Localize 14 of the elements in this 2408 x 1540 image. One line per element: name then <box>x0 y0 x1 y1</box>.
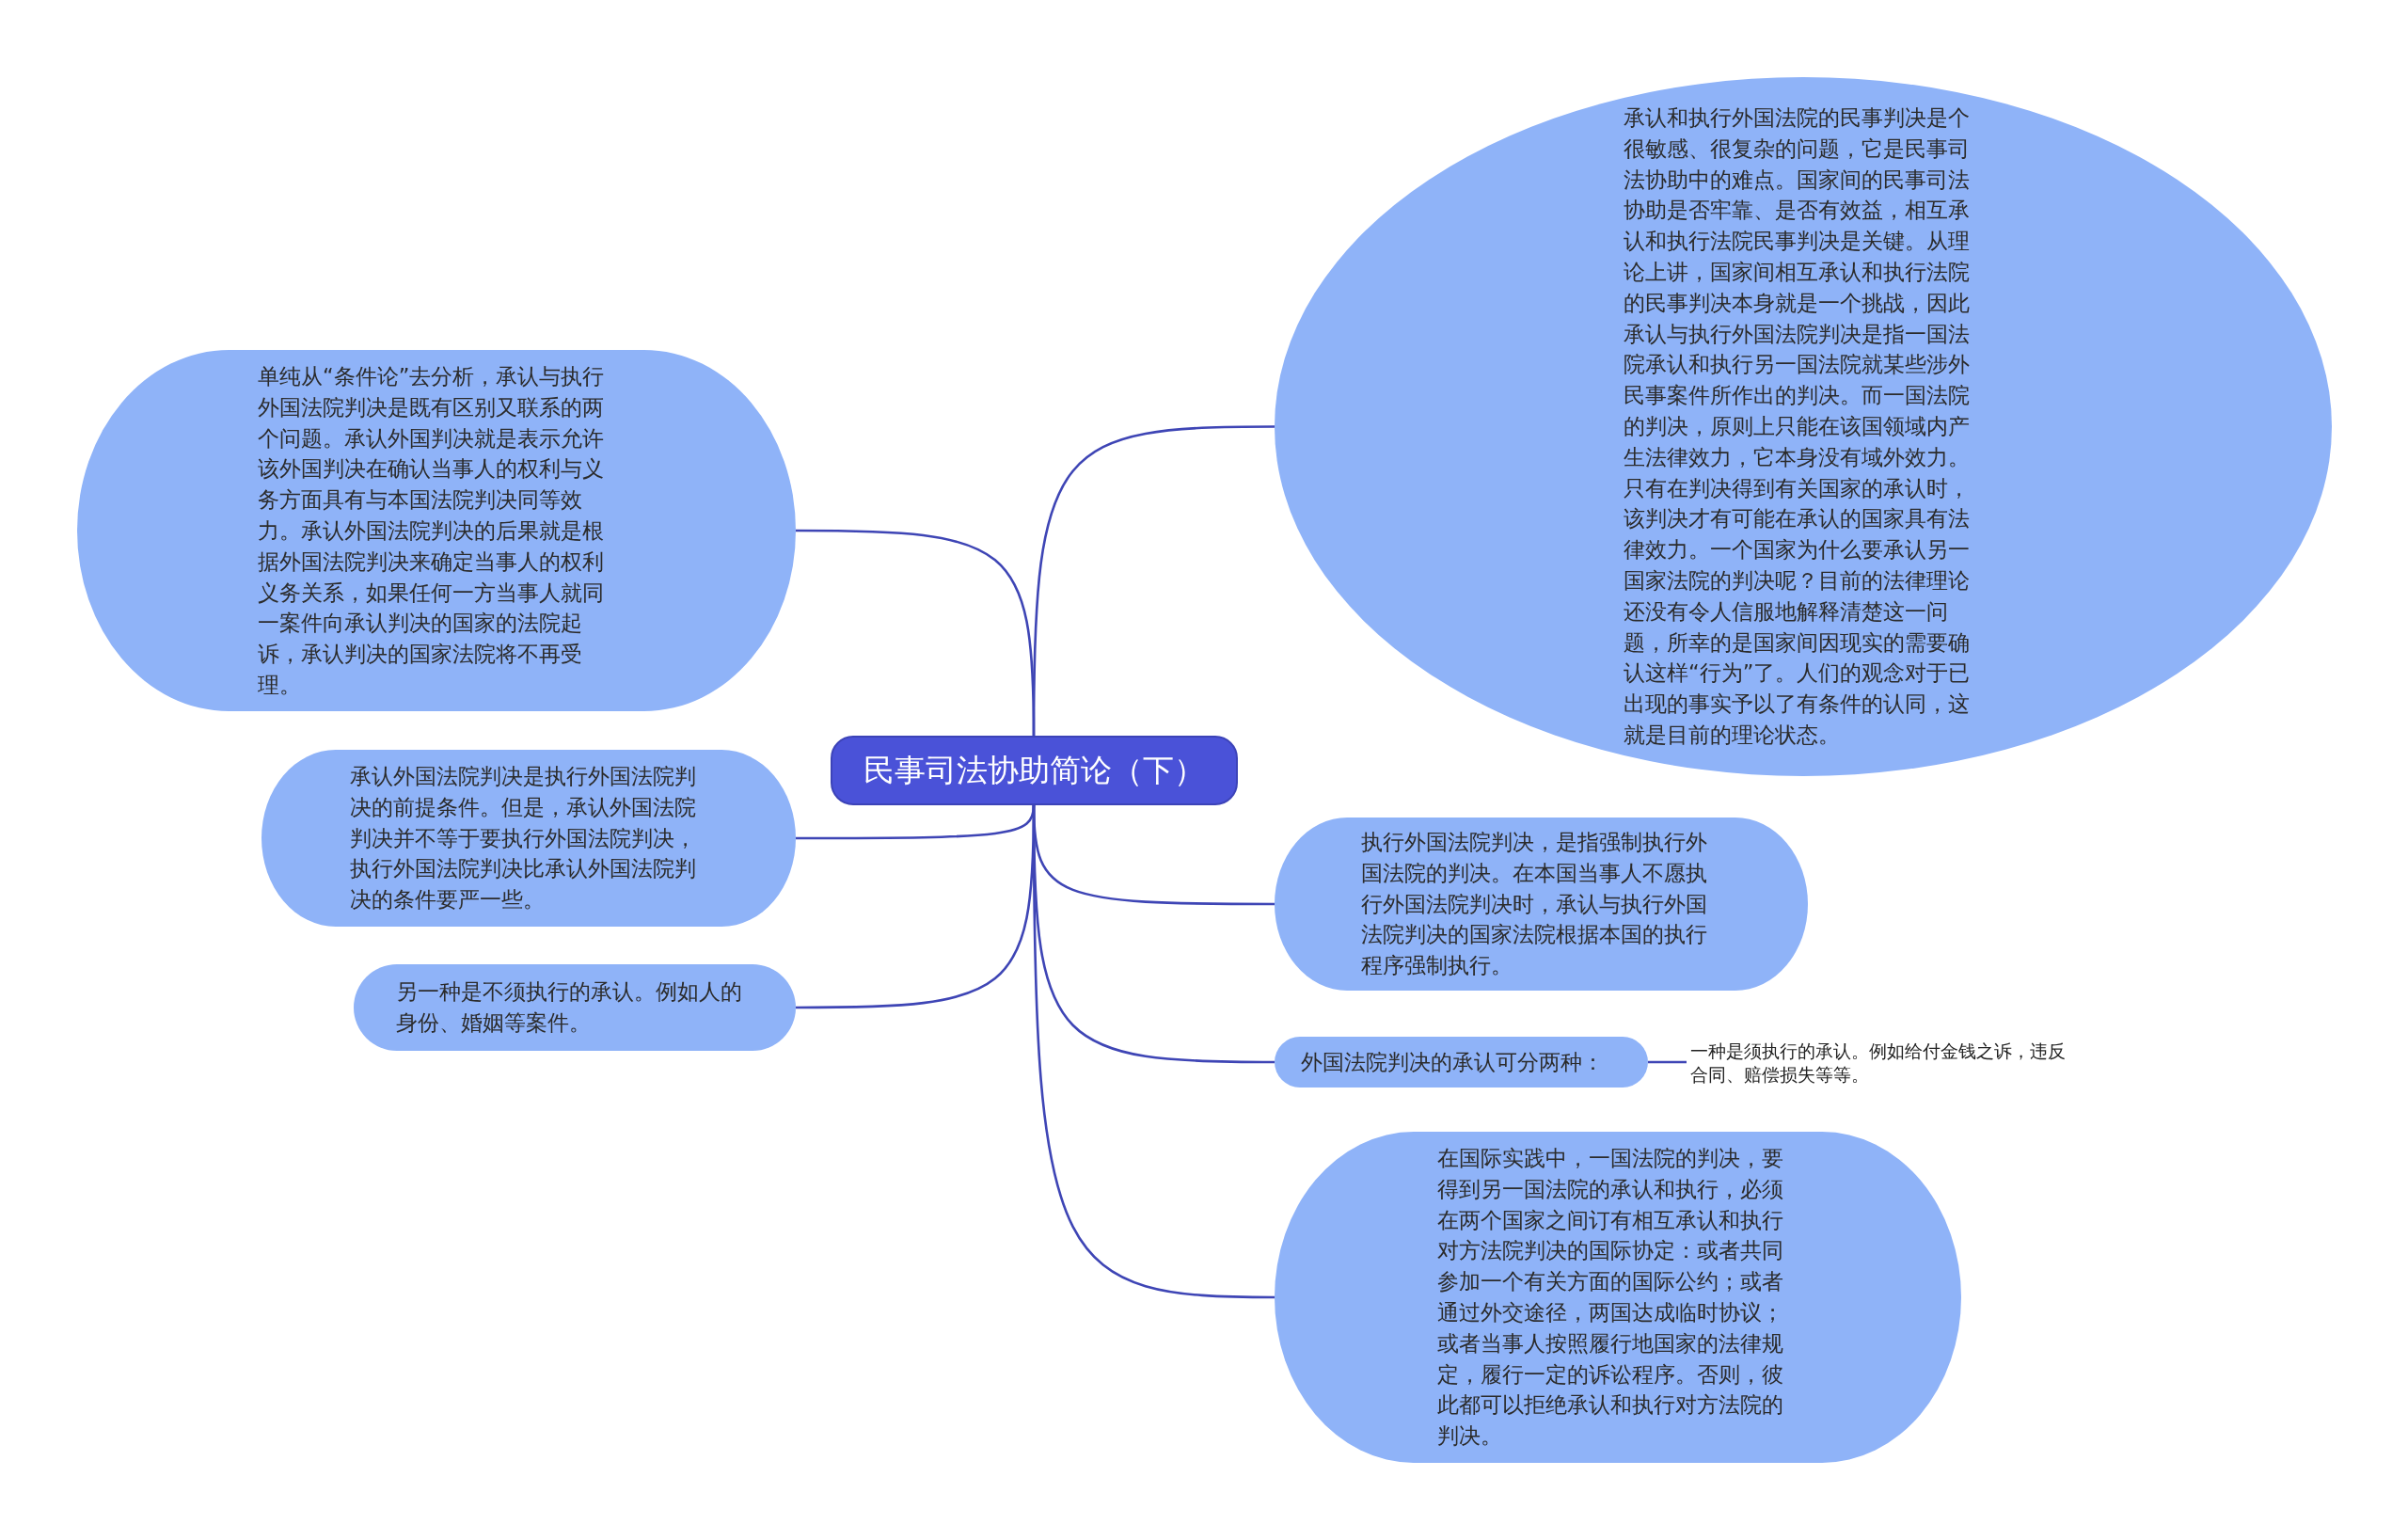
connector-line <box>796 804 1036 840</box>
connector-line <box>796 529 1036 736</box>
connector-line <box>1648 1060 1687 1064</box>
central-topic-box: 民事司法协助简论（下） <box>831 736 1238 805</box>
note-text: 一种是须执行的承认。例如给付金钱之诉，违反合同、赔偿损失等等。 <box>1690 1040 2067 1087</box>
topic-text: 在国际实践中，一国法院的判决，要得到另一国法院的承认和执行，必须在两个国家之间订有相互承认和执行对方法院判决的国际协定：或者共同参加一个有关方面的国际公约；或者通过外交途径，两国达成临时协议；或者当事人按照履行地国家的法律规定，履行一定的诉讼程序。否则，彼此都可以拒绝承认和执行对方法院的判决。 <box>1437 1145 1784 1451</box>
topic-text: 外国法院判决的承认可分两种： <box>1301 1049 1605 1076</box>
topic-text: 单纯从“条件论”去分析，承认与执行外国法院判决是既有区别又联系的两个问题。承认外国判决就是表示允许该外国判决在确认当事人的权利与义务方面具有与本国法院判决同等效力。承认外国法院判决的后果就是根据外国法院判决来确定当事人的权利义务关系，如果任何一方当事人就同一案件向承认判决的国家的法院起诉，承认判决的国家法院将不再受理。 <box>258 363 606 699</box>
topic-bubble <box>1275 1037 1648 1088</box>
topic-text: 承认外国法院判决是执行外国法院判决的前提条件。但是，承认外国法院判决并不等于要执行外国法院判决，执行外国法院判决比承认外国法院判决的条件要严一些。 <box>350 763 697 914</box>
topic-text: 另一种是不须执行的承认。例如人的身份、婚姻等案件。 <box>396 978 743 1037</box>
topic-text: 承认和执行外国法院的民事判决是个很敏感、很复杂的问题，它是民事司法协助中的难点。国家间的民事司法协助是否牢靠、是否有效益，相互承认和执行法院民事判决是关键。从理论上讲，国家间相互承认和执行法院的民事判决本身就是一个挑战，因此承认与执行外国法院判决是指一国法院承认和执行另一国法院就某些涉外民事案件所作出的判决。而一国法院的判决，原则上只能在该国领域内产生法律效力，它本身没有域外效力。只有在判决得到有关国家的承认时，该判决才有可能在承认的国家具有法律效力。一个国家为什么要承认另一国家法院的判决呢？目前的法律理论还没有令人信服地解释清楚这一问题，所幸的是国家间因现实的需要确认这样“行为”了。人们的观念对于已出现的事实予以了有条件的认同，这就是目前的理论状态。 <box>1624 104 1972 749</box>
connector-line <box>1032 805 1275 1299</box>
topic-text: 执行外国法院判决，是指强制执行外国法院的判决。在本国当事人不愿执行外国法院判决时，承认与执行外国法院判决的国家法院根据本国的执行程序强制执行。 <box>1361 829 1708 980</box>
